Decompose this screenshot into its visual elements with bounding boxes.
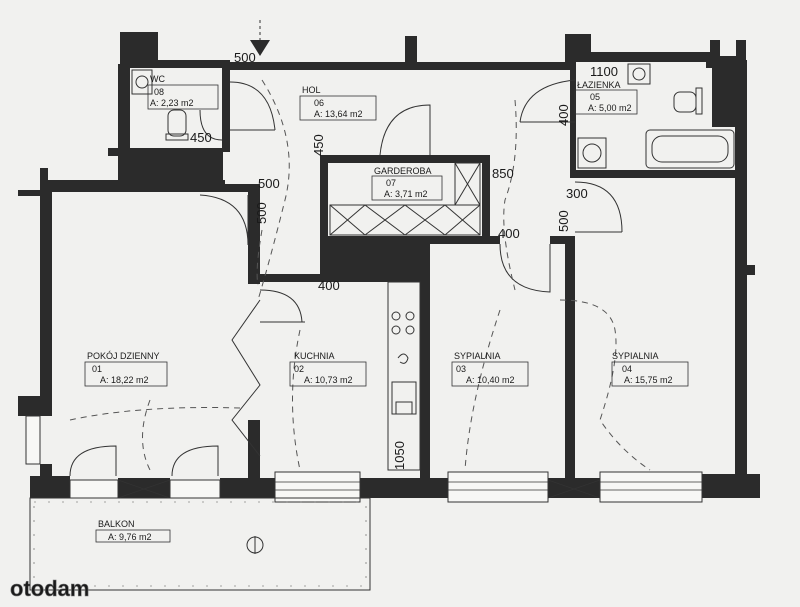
dim-hol-opening: 500 — [258, 176, 280, 191]
room-name-lazienka: ŁAZIENKA — [577, 80, 621, 90]
balcony — [29, 497, 371, 591]
room-label-sypialnia3: SYPIALNIA 03 A: 10,40 m2 — [451, 351, 529, 387]
window-pokoj-left — [69, 479, 119, 499]
room-label-hol: HOL 06 A: 13,64 m2 — [299, 85, 377, 121]
room-number-wc: 08 — [154, 87, 164, 97]
room-area-lazienka: A: 5,00 m2 — [588, 103, 632, 113]
door-swings — [69, 79, 623, 477]
room-name-sypialnia3: SYPIALNIA — [454, 351, 501, 361]
bathroom-fixtures — [577, 63, 735, 169]
room-label-sypialnia4: SYPIALNIA 04 A: 15,75 m2 — [611, 351, 689, 387]
walls — [18, 32, 760, 498]
room-area-balkon: A: 9,76 m2 — [108, 532, 152, 542]
window-pokoj-right — [169, 479, 221, 499]
watermark-logo: otodam — [10, 576, 89, 601]
room-number-lazienka: 05 — [590, 92, 600, 102]
dim-hol-door: 450 — [311, 134, 326, 156]
room-area-garderoba: A: 3,71 m2 — [384, 189, 428, 199]
room-label-pokoj: POKÓJ DZIENNY 01 A: 18,22 m2 — [84, 351, 168, 387]
room-number-kuchnia: 02 — [294, 364, 304, 374]
room-name-pokoj: POKÓJ DZIENNY — [87, 351, 160, 361]
dim-sypialnia3-door: 400 — [498, 226, 520, 241]
wc-fixtures — [131, 69, 189, 141]
window-pokoj-side — [25, 415, 41, 465]
room-area-kuchnia: A: 10,73 m2 — [304, 375, 353, 385]
room-area-pokoj: A: 18,22 m2 — [100, 375, 149, 385]
room-number-hol: 06 — [314, 98, 324, 108]
circulation-paths — [69, 79, 651, 471]
room-name-garderoba: GARDEROBA — [374, 166, 432, 176]
room-name-kuchnia: KUCHNIA — [294, 351, 335, 361]
room-number-pokoj: 01 — [92, 364, 102, 374]
room-name-sypialnia4: SYPIALNIA — [612, 351, 659, 361]
dim-sypialnia4-door-side: 500 — [556, 210, 571, 232]
room-number-garderoba: 07 — [386, 178, 396, 188]
room-area-hol: A: 13,64 m2 — [314, 109, 363, 119]
room-area-sypialnia4: A: 15,75 m2 — [624, 375, 673, 385]
window-kuchnia — [274, 471, 361, 503]
windows — [25, 415, 703, 503]
room-name-hol: HOL — [302, 85, 321, 95]
room-number-sypialnia4: 04 — [622, 364, 632, 374]
wardrobe-shelves — [329, 162, 481, 236]
room-label-kuchnia: KUCHNIA 02 A: 10,73 m2 — [289, 351, 367, 387]
room-number-sypialnia3: 03 — [456, 364, 466, 374]
room-label-balkon: BALKON A: 9,76 m2 — [95, 519, 171, 543]
dim-pokoj-door: 500 — [254, 202, 269, 224]
room-area-sypialnia3: A: 10,40 m2 — [466, 375, 515, 385]
dim-entrance-door: 500 — [234, 50, 256, 65]
dim-kuchnia-counter: 1050 — [392, 441, 407, 470]
room-name-wc: WC — [150, 74, 165, 84]
entrance-marker-icon — [250, 40, 270, 56]
dim-kuchnia-door: 400 — [318, 278, 340, 293]
dimensions: 500 450 1100 400 450 500 500 850 300 500… — [190, 50, 618, 470]
kitchen-counter — [387, 281, 421, 471]
room-label-wc: WC 08 A: 2,23 m2 — [147, 74, 219, 110]
dim-lazienka-door: 400 — [556, 104, 571, 126]
room-label-garderoba: GARDEROBA 07 A: 3,71 m2 — [371, 166, 443, 201]
room-area-wc: A: 2,23 m2 — [150, 98, 194, 108]
dim-wc-door: 450 — [190, 130, 212, 145]
window-sypialnia4 — [599, 471, 703, 503]
window-sypialnia3 — [447, 471, 549, 503]
dim-sypialnia4-door-top: 300 — [566, 186, 588, 201]
dim-garderoba-width: 850 — [492, 166, 514, 181]
dim-lazienka-width: 1100 — [590, 64, 618, 79]
room-name-balkon: BALKON — [98, 519, 135, 529]
room-label-lazienka: ŁAZIENKA 05 A: 5,00 m2 — [574, 80, 638, 115]
